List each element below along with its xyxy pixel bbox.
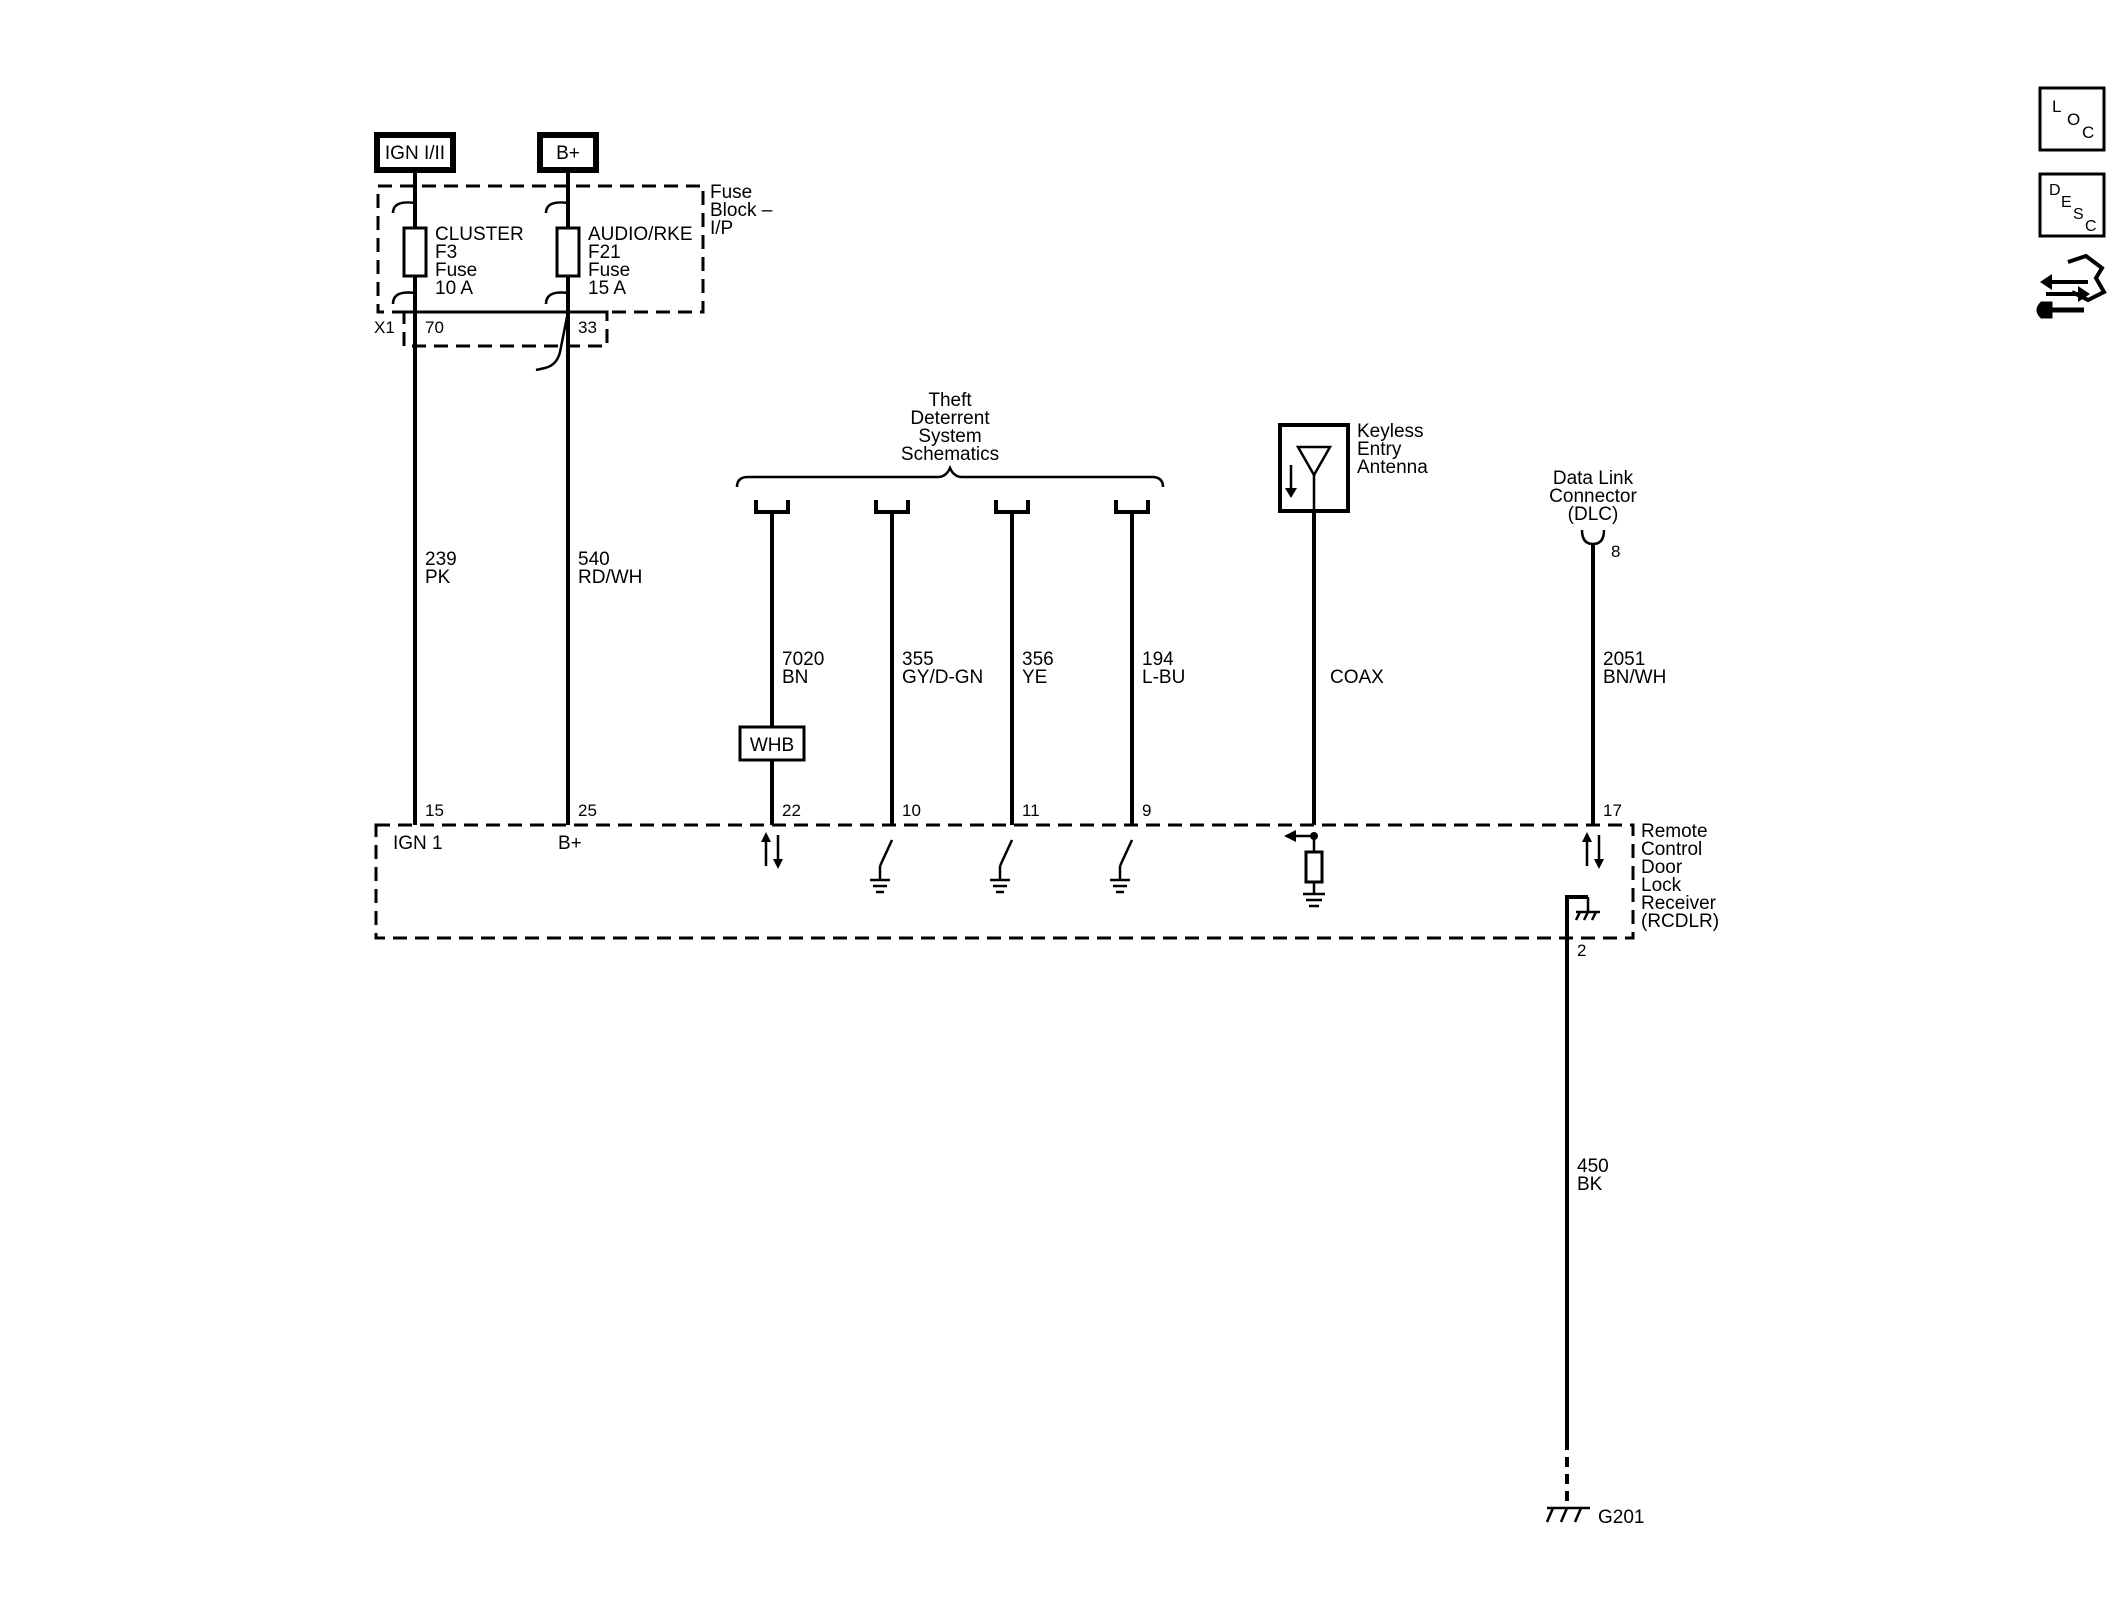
pin-11: 11 [1022, 801, 1040, 820]
x1-connector-outline [402, 310, 609, 348]
ground-label: G201 [1598, 1507, 1644, 1528]
svg-text:355: 355 [902, 649, 934, 670]
svg-text:Fuse: Fuse [435, 260, 477, 281]
antenna-label-1: Keyless [1357, 421, 1424, 442]
switch-ground-icon [870, 839, 894, 894]
fuse-block-outline [376, 184, 705, 314]
module-label-2: Control [1641, 839, 1702, 860]
dlc-connector [1580, 529, 1606, 546]
svg-text:C: C [2082, 123, 2094, 142]
connector-wrench-icon[interactable] [2036, 253, 2107, 319]
svg-text:GY/D-GN: GY/D-GN [902, 667, 983, 688]
loc-icon[interactable]: L O C [2038, 86, 2106, 152]
switch-ground-icon [1110, 839, 1134, 894]
terminal-ign1: IGN 1 [393, 833, 443, 854]
bplus-power-box: B+ [537, 132, 599, 173]
pin-25: 25 [578, 801, 597, 820]
svg-text:CLUSTER: CLUSTER [435, 224, 524, 245]
svg-text:COAX: COAX [1330, 667, 1384, 688]
theft-label-2: Deterrent [910, 408, 990, 429]
keyless-antenna [1278, 423, 1350, 513]
theft-connectors [754, 500, 1150, 514]
ign-power-box: IGN I/II [374, 132, 456, 173]
svg-text:F3: F3 [435, 242, 457, 263]
module-label-5: Receiver [1641, 893, 1717, 914]
theft-label-1: Theft [928, 390, 972, 411]
pin-17: 17 [1603, 801, 1622, 820]
antenna-label-2: Entry [1357, 439, 1402, 460]
terminal-bplus: B+ [558, 833, 582, 854]
whb-inline-box: WHB [738, 725, 806, 762]
svg-text:BN: BN [782, 667, 808, 688]
module-label-6: (RCDLR) [1641, 911, 1719, 932]
svg-text:O: O [2067, 110, 2080, 129]
svg-text:15 A: 15 A [588, 278, 626, 299]
svg-text:2051: 2051 [1603, 649, 1645, 670]
dlc-label-2: Connector [1549, 486, 1637, 507]
pin-10: 10 [902, 801, 921, 820]
x1-label: X1 [374, 318, 395, 337]
svg-text:7020: 7020 [782, 649, 824, 670]
svg-text:BN/WH: BN/WH [1603, 667, 1666, 688]
svg-text:194: 194 [1142, 649, 1174, 670]
svg-text:B+: B+ [556, 143, 580, 164]
svg-text:239: 239 [425, 549, 457, 570]
dlc-bidirectional-arrow-icon [1582, 832, 1604, 869]
pin-22: 22 [782, 801, 801, 820]
data-bidirectional-arrow-icon [761, 832, 783, 869]
svg-text:10 A: 10 A [435, 278, 473, 299]
fuse-block-label-2: Block – [710, 200, 773, 221]
module-label-1: Remote [1641, 821, 1708, 842]
svg-text:F21: F21 [588, 242, 621, 263]
fuse-cluster: CLUSTER F3 Fuse 10 A [391, 200, 524, 305]
pin-9: 9 [1142, 801, 1151, 820]
svg-text:356: 356 [1022, 649, 1054, 670]
svg-text:PK: PK [425, 567, 451, 588]
desc-icon[interactable]: D E S C [2038, 172, 2106, 238]
svg-text:E: E [2061, 194, 2072, 211]
antenna-input-resistor-icon [1284, 830, 1325, 908]
svg-text:BK: BK [1577, 1174, 1603, 1195]
fuse-block-label-3: I/P [710, 218, 733, 239]
chassis-ground-icon [1565, 895, 1600, 938]
svg-text:WHB: WHB [750, 735, 794, 756]
module-label-4: Lock [1641, 875, 1682, 896]
theft-bracket [735, 464, 1165, 488]
pin-2: 2 [1577, 941, 1586, 960]
fuse-audio-rke: AUDIO/RKE F21 Fuse 15 A [544, 200, 693, 305]
switch-ground-icon [990, 839, 1014, 894]
svg-text:RD/WH: RD/WH [578, 567, 642, 588]
theft-label-4: Schematics [901, 444, 999, 465]
svg-text:L-BU: L-BU [1142, 667, 1185, 688]
antenna-label-3: Antenna [1357, 457, 1428, 478]
pin-70: 70 [425, 318, 444, 337]
svg-text:S: S [2073, 206, 2084, 223]
svg-text:D: D [2049, 182, 2061, 199]
rcdlr-module-outline [374, 823, 1635, 940]
svg-text:450: 450 [1577, 1156, 1609, 1177]
svg-text:540: 540 [578, 549, 610, 570]
dlc-label-1: Data Link [1553, 468, 1634, 489]
fuse-block-label-1: Fuse [710, 182, 752, 203]
ground-g201-icon [1545, 1506, 1590, 1523]
svg-text:IGN I/II: IGN I/II [385, 143, 445, 164]
svg-text:AUDIO/RKE: AUDIO/RKE [588, 224, 693, 245]
svg-text:YE: YE [1022, 667, 1047, 688]
module-label-3: Door [1641, 857, 1683, 878]
svg-text:Fuse: Fuse [588, 260, 630, 281]
dlc-pin-8: 8 [1611, 542, 1620, 561]
splice-hook [535, 311, 570, 372]
theft-label-3: System [918, 426, 981, 447]
svg-text:L: L [2052, 97, 2061, 116]
dlc-label-3: (DLC) [1568, 504, 1619, 525]
svg-text:C: C [2085, 218, 2097, 235]
pin-33: 33 [578, 318, 597, 337]
pin-15: 15 [425, 801, 444, 820]
